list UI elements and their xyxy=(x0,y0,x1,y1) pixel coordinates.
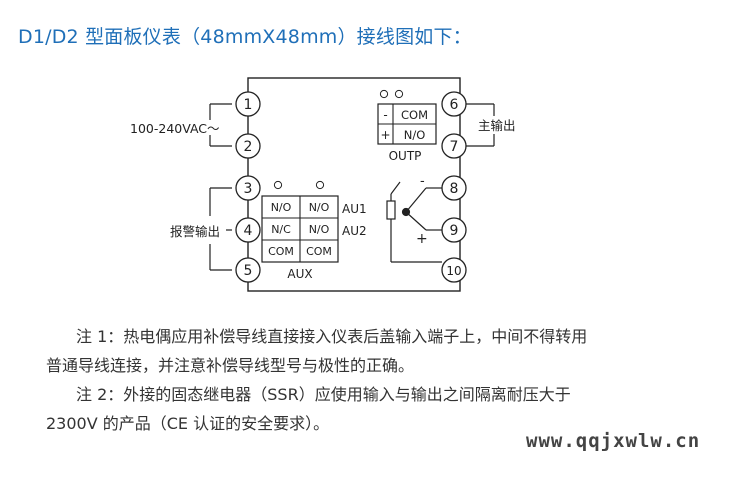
terminal-3-number: 3 xyxy=(244,181,253,197)
watermark: www.qqjxwlw.cn xyxy=(526,430,701,452)
outp-com: COM xyxy=(401,108,428,122)
alarm-label: 报警输出 xyxy=(170,224,220,239)
aux-led-1 xyxy=(273,180,283,190)
outp-plus: + xyxy=(380,128,390,142)
terminal-10 xyxy=(441,257,467,283)
terminal-7 xyxy=(441,133,467,159)
terminal-2-number: 2 xyxy=(244,139,253,155)
aux-cell-r1c1: N/O xyxy=(271,201,292,214)
terminal-7-number: 7 xyxy=(450,139,459,155)
outp-led-2 xyxy=(394,89,404,99)
aux-au1-label: AU1 xyxy=(342,202,367,216)
aux-cell-r1c2: N/O xyxy=(309,201,330,214)
terminal-3 xyxy=(235,175,261,201)
aux-led-2 xyxy=(315,180,325,190)
terminal-6 xyxy=(441,91,467,117)
alarm-wiring xyxy=(209,187,232,271)
terminal-6-number: 6 xyxy=(450,97,459,113)
page-title: D1/D2 型面板仪表（48mmX48mm）接线图如下： xyxy=(18,26,472,48)
sensor-minus: - xyxy=(420,174,425,189)
notes: 注 1：热电偶应用补偿导线直接接入仪表后盖输入端子上，中间不得转用 普通导线连接… xyxy=(46,322,716,438)
sensor-plus: + xyxy=(416,231,428,247)
outp-label: OUTP xyxy=(389,149,422,163)
terminal-9-number: 9 xyxy=(450,223,459,239)
aux-cell-r3c2: COM xyxy=(306,245,332,258)
terminal-5 xyxy=(235,257,261,283)
wiring-diagram: 100-240VAC～ 报警输出 主输出 1 2 3 4 5 6 7 8 xyxy=(130,77,516,292)
outp-minus: - xyxy=(383,108,387,122)
output-label: 主输出 xyxy=(478,118,516,133)
terminal-1-number: 1 xyxy=(244,97,253,113)
aux-cell-r2c1: N/C xyxy=(271,223,291,236)
note-1-line-2: 普通导线连接，并注意补偿导线型号与极性的正确。 xyxy=(46,356,415,375)
aux-label: AUX xyxy=(287,267,312,281)
aux-au2-label: AU2 xyxy=(342,224,367,238)
terminal-4 xyxy=(235,217,261,243)
note-1-line-1: 注 1：热电偶应用补偿导线直接接入仪表后盖输入端子上，中间不得转用 xyxy=(76,327,588,346)
instrument-body xyxy=(247,77,461,292)
terminal-2 xyxy=(235,133,261,159)
power-wiring xyxy=(209,103,232,147)
note-2-line-2: 2300V 的产品（CE 认证的安全要求）。 xyxy=(46,414,330,433)
terminal-10-number: 10 xyxy=(446,264,461,278)
output-wiring xyxy=(466,103,495,147)
aux-block: N/O N/O N/C N/O COM COM AU1 AU2 AUX xyxy=(261,180,367,281)
terminal-4-number: 4 xyxy=(244,223,253,239)
terminal-1 xyxy=(235,91,261,117)
outp-no: N/O xyxy=(404,128,426,142)
aux-cell-r2c2: N/O xyxy=(309,223,330,236)
terminal-5-number: 5 xyxy=(244,263,253,279)
power-label: 100-240VAC～ xyxy=(130,121,220,136)
sensor-symbol xyxy=(386,181,442,263)
terminal-circles xyxy=(235,91,467,283)
outp-led-1 xyxy=(379,89,389,99)
aux-cell-r3c1: COM xyxy=(268,245,294,258)
note-2-line-1: 注 2：外接的固态继电器（SSR）应使用输入与输出之间隔离耐压大于 xyxy=(76,385,571,404)
terminal-8-number: 8 xyxy=(450,181,459,197)
outp-block: - + COM N/O OUTP xyxy=(377,89,437,163)
